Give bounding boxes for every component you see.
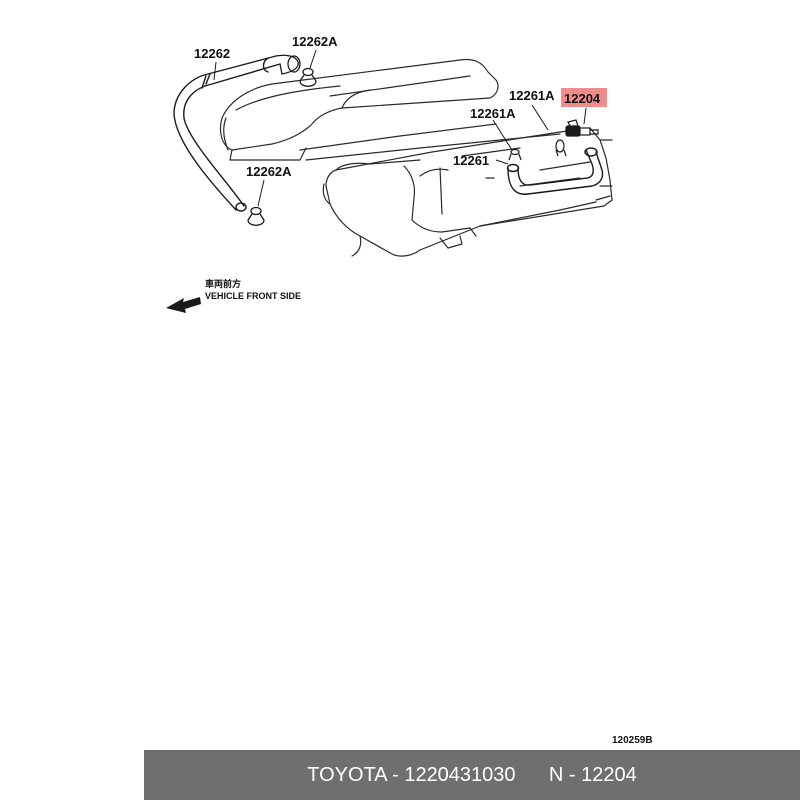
hose-12262 (173, 55, 281, 212)
highlight-box (561, 88, 607, 107)
callout-12262A-bottom: 12262A (246, 164, 292, 179)
clamp-12261A-upper (555, 139, 567, 157)
engine-outline (219, 58, 613, 257)
callout-12261A-lower: 12261A (470, 106, 516, 121)
footer-part-info: TOYOTA - 1220431030 N - 12204 (307, 763, 637, 786)
figure-number: 120259B (612, 735, 653, 746)
callout-12261A-upper: 12261A (509, 88, 555, 103)
direction-indicator: 車両前方 VEHICLE FRONT SIDE (166, 278, 301, 313)
pcv-valve-12204 (565, 119, 599, 137)
callout-12262A-top: 12262A (292, 34, 338, 49)
leader-lines (213, 49, 587, 207)
callout-12262: 12262 (194, 46, 230, 61)
hose-12261 (506, 147, 604, 195)
clamp-12262A-bottom (247, 206, 265, 226)
footer-bar: TOYOTA - 1220431030 N - 12204 (144, 750, 800, 800)
clamp-12262A-top (299, 67, 317, 87)
clamp-12261A-lower (508, 148, 522, 161)
direction-japanese: 車両前方 (205, 278, 241, 289)
left-arrow-icon (166, 297, 201, 313)
callout-12204[interactable]: 12204 (564, 91, 601, 106)
callout-12261: 12261 (453, 153, 489, 168)
direction-english: VEHICLE FRONT SIDE (205, 291, 301, 301)
hose-end-top (275, 54, 301, 75)
